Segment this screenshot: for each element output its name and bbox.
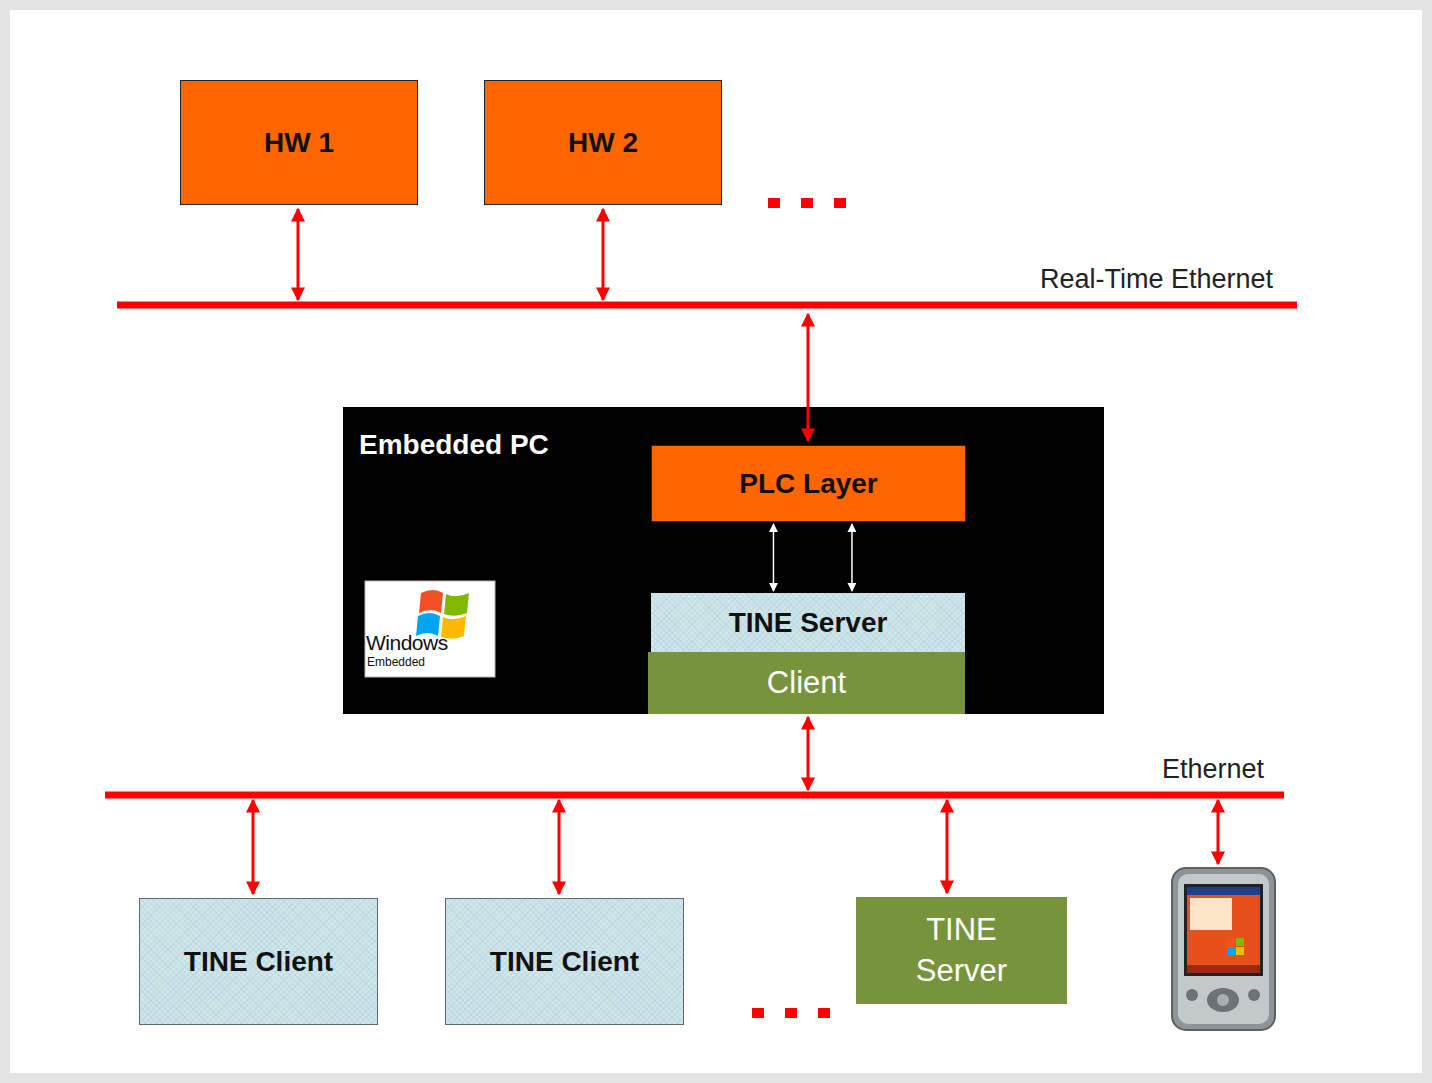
box-label: TINE Server bbox=[729, 607, 888, 639]
data-link-arrow bbox=[773, 524, 775, 591]
bus-arrow bbox=[297, 209, 300, 300]
ellipsis-dot bbox=[818, 1008, 830, 1018]
ellipsis-dot bbox=[834, 198, 846, 208]
box-label: TINE Server bbox=[887, 910, 1037, 991]
bus-arrow bbox=[946, 800, 949, 893]
box-label: PLC Layer bbox=[739, 468, 878, 500]
page-ground bbox=[10, 10, 1422, 1073]
hardware-box: HW 2 bbox=[484, 80, 722, 205]
ellipsis-dot bbox=[801, 198, 813, 208]
server-box: TINE Server bbox=[856, 897, 1067, 1004]
box-label: Client bbox=[767, 665, 846, 701]
realtime-bus bbox=[117, 302, 1297, 309]
client-box: TINE Client bbox=[445, 898, 684, 1025]
pda-device bbox=[1172, 868, 1275, 1030]
ellipsis-dot bbox=[768, 198, 780, 208]
client-box: TINE Client bbox=[139, 898, 378, 1025]
ethernet-bus bbox=[105, 792, 1284, 799]
server-box: TINE Server bbox=[651, 593, 965, 652]
bus-label: Ethernet bbox=[1162, 754, 1264, 785]
logo-text: Windows bbox=[366, 631, 448, 655]
bus-arrow bbox=[602, 209, 605, 300]
client-box: Client bbox=[648, 652, 965, 714]
bus-label: Real-Time Ethernet bbox=[1040, 264, 1273, 295]
hardware-box: HW 1 bbox=[180, 80, 418, 205]
box-label: TINE Client bbox=[490, 946, 639, 978]
data-link-arrow bbox=[851, 524, 853, 591]
embedded-pc-panel: Embedded PC PLC LayerTINE ServerClient bbox=[343, 407, 1104, 714]
windows-logo bbox=[365, 581, 495, 677]
ellipsis-dot bbox=[752, 1008, 764, 1018]
bus-arrow bbox=[252, 800, 255, 894]
box-label: TINE Client bbox=[184, 946, 333, 978]
bus-arrow bbox=[807, 314, 810, 441]
bus-arrow bbox=[807, 717, 810, 790]
logo-text: Embedded bbox=[367, 655, 425, 669]
panel-title: Embedded PC bbox=[359, 429, 549, 461]
box-label: HW 1 bbox=[264, 127, 334, 159]
bus-arrow bbox=[558, 800, 561, 894]
bus-arrow bbox=[1217, 800, 1220, 864]
box-label: HW 2 bbox=[568, 127, 638, 159]
ellipsis-dot bbox=[785, 1008, 797, 1018]
plc-layer-box: PLC Layer bbox=[651, 445, 966, 522]
